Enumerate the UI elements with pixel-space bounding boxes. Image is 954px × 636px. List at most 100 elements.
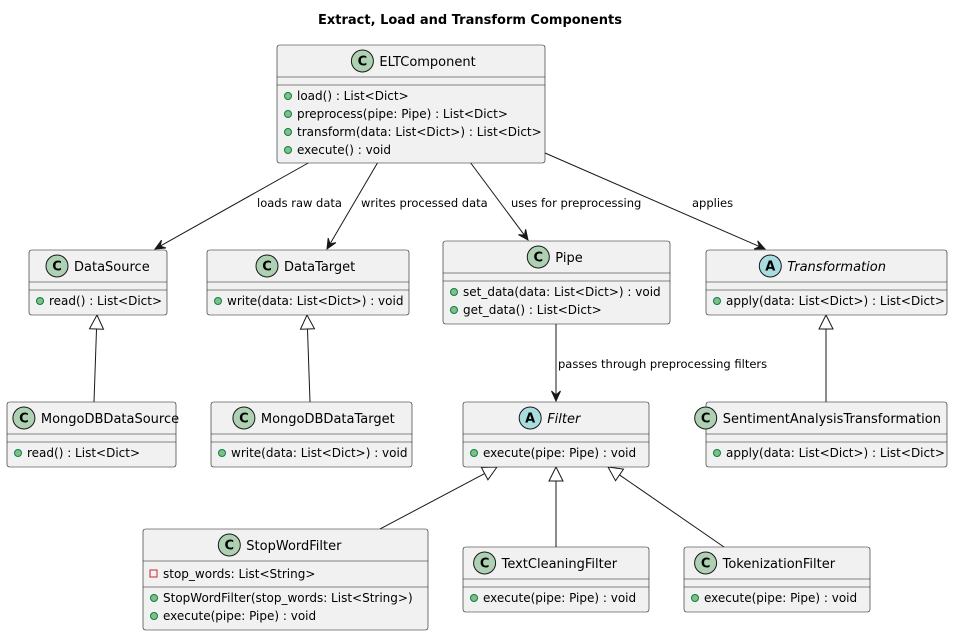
method: read() : List<Dict> xyxy=(27,446,140,460)
stereotype-letter: A xyxy=(765,260,775,275)
stereotype-letter: C xyxy=(19,412,29,427)
inheritance-arrowhead xyxy=(299,313,316,330)
association-arrowhead xyxy=(153,239,167,250)
public-visibility-icon xyxy=(691,594,699,602)
public-visibility-icon xyxy=(450,306,458,314)
association-arrowhead xyxy=(518,229,529,241)
method: execute(pipe: Pipe) : void xyxy=(163,609,316,623)
relation-line xyxy=(93,328,98,403)
relation-elt-to-pipe: uses for preprocessing xyxy=(469,161,641,241)
relation-label: writes processed data xyxy=(361,196,488,210)
diagram-title: Extract, Load and Transform Components xyxy=(318,13,622,28)
relations-layer: loads raw data writes processed data uses … xyxy=(88,152,834,548)
relation-stopword-to-filter xyxy=(379,466,498,530)
relation-tokenize-to-filter xyxy=(607,466,725,548)
class-name: SentimentAnalysisTransformation xyxy=(723,412,941,427)
relation-label: applies xyxy=(692,196,733,210)
method: set_data(data: List<Dict>) : void xyxy=(463,285,661,299)
stereotype-letter: C xyxy=(52,260,62,275)
class-box xyxy=(210,401,413,468)
inheritance-arrowhead xyxy=(607,466,625,482)
inheritance-arrowhead xyxy=(480,466,498,481)
relation-mongosource-to-datasource xyxy=(88,313,105,403)
class-icon xyxy=(694,406,718,430)
public-visibility-icon xyxy=(150,594,158,602)
method: execute() : void xyxy=(297,143,391,157)
relation-line xyxy=(329,161,379,245)
method: write(data: List<Dict>) : void xyxy=(231,446,407,460)
public-visibility-icon xyxy=(14,449,22,457)
association-arrowhead xyxy=(326,237,337,251)
relation-label: uses for preprocessing xyxy=(511,196,641,210)
class-name: DataSource xyxy=(74,260,150,275)
class-name: Pipe xyxy=(555,251,582,266)
stereotype-letter: A xyxy=(525,412,535,427)
class-name: MongoDBDataSource xyxy=(41,412,179,427)
class-transformation: A Transformation apply(data: List<Dict>) :… xyxy=(705,249,948,316)
class-box xyxy=(276,44,546,164)
class-name: StopWordFilter xyxy=(246,539,342,554)
relation-textclean-to-filter xyxy=(548,465,564,547)
abstract-class-icon xyxy=(518,406,542,430)
method: load() : List<Dict> xyxy=(297,89,409,103)
inheritance-arrowhead xyxy=(88,313,105,330)
method: execute(pipe: Pipe) : void xyxy=(483,591,636,605)
class-box xyxy=(442,240,671,325)
class-icon xyxy=(255,254,279,278)
class-name: DataTarget xyxy=(284,260,355,275)
class-icon xyxy=(350,49,374,73)
class-name: Filter xyxy=(547,412,582,427)
class-icon xyxy=(473,551,497,575)
class-name: TokenizationFilter xyxy=(722,557,836,572)
class-icon xyxy=(232,406,256,430)
class-box xyxy=(142,528,429,631)
method: apply(data: List<Dict>) : List<Dict> xyxy=(726,294,945,308)
private-visibility-icon xyxy=(149,569,158,578)
relation-sentiment-to-transformation xyxy=(818,313,834,402)
relation-elt-to-datasource: loads raw data xyxy=(153,161,342,250)
class-mongotarget: C MongoDBDataTarget write(data: List<Dict>… xyxy=(210,401,413,468)
relation-mongotarget-to-datatarget xyxy=(299,313,316,403)
class-name: TextCleaningFilter xyxy=(501,557,618,572)
relation-elt-to-datatarget: writes processed data xyxy=(326,161,488,251)
method: apply(data: List<Dict>) : List<Dict> xyxy=(726,446,945,460)
relation-label: passes through preprocessing filters xyxy=(558,357,767,371)
public-visibility-icon xyxy=(713,297,721,305)
stereotype-letter: C xyxy=(239,412,249,427)
method: execute(pipe: Pipe) : void xyxy=(483,446,636,460)
relation-label: loads raw data xyxy=(257,196,342,210)
class-box xyxy=(6,401,177,468)
class-name: Transformation xyxy=(787,260,886,275)
public-visibility-icon xyxy=(450,288,458,296)
public-visibility-icon xyxy=(284,146,292,154)
method: read() : List<Dict> xyxy=(49,294,162,308)
class-textclean: C TextCleaningFilter execute(pipe: Pipe) :… xyxy=(462,546,650,613)
stereotype-letter: C xyxy=(262,260,272,275)
method: StopWordFilter(stop_words: List<String>) xyxy=(163,591,413,605)
method: transform(data: List<Dict>) : List<Dict> xyxy=(297,125,542,139)
public-visibility-icon xyxy=(218,449,226,457)
class-icon xyxy=(12,406,36,430)
class-box xyxy=(705,401,948,468)
class-name: MongoDBDataTarget xyxy=(261,412,395,427)
class-box xyxy=(462,401,650,468)
public-visibility-icon xyxy=(713,449,721,457)
public-visibility-icon xyxy=(284,110,292,118)
stereotype-letter: C xyxy=(480,557,490,572)
stereotype-letter: C xyxy=(701,557,711,572)
inheritance-arrowhead xyxy=(818,313,834,330)
class-mongosource: C MongoDBDataSource read() : List<Dict> xyxy=(6,401,179,468)
method: execute(pipe: Pipe) : void xyxy=(704,591,857,605)
relation-line xyxy=(306,328,311,403)
public-visibility-icon xyxy=(284,128,292,136)
stereotype-letter: C xyxy=(534,251,544,266)
class-datasource: C DataSource read() : List<Dict> xyxy=(28,249,168,316)
public-visibility-icon xyxy=(284,92,292,100)
class-tokenize: C TokenizationFilter execute(pipe: Pipe) :… xyxy=(683,546,871,613)
